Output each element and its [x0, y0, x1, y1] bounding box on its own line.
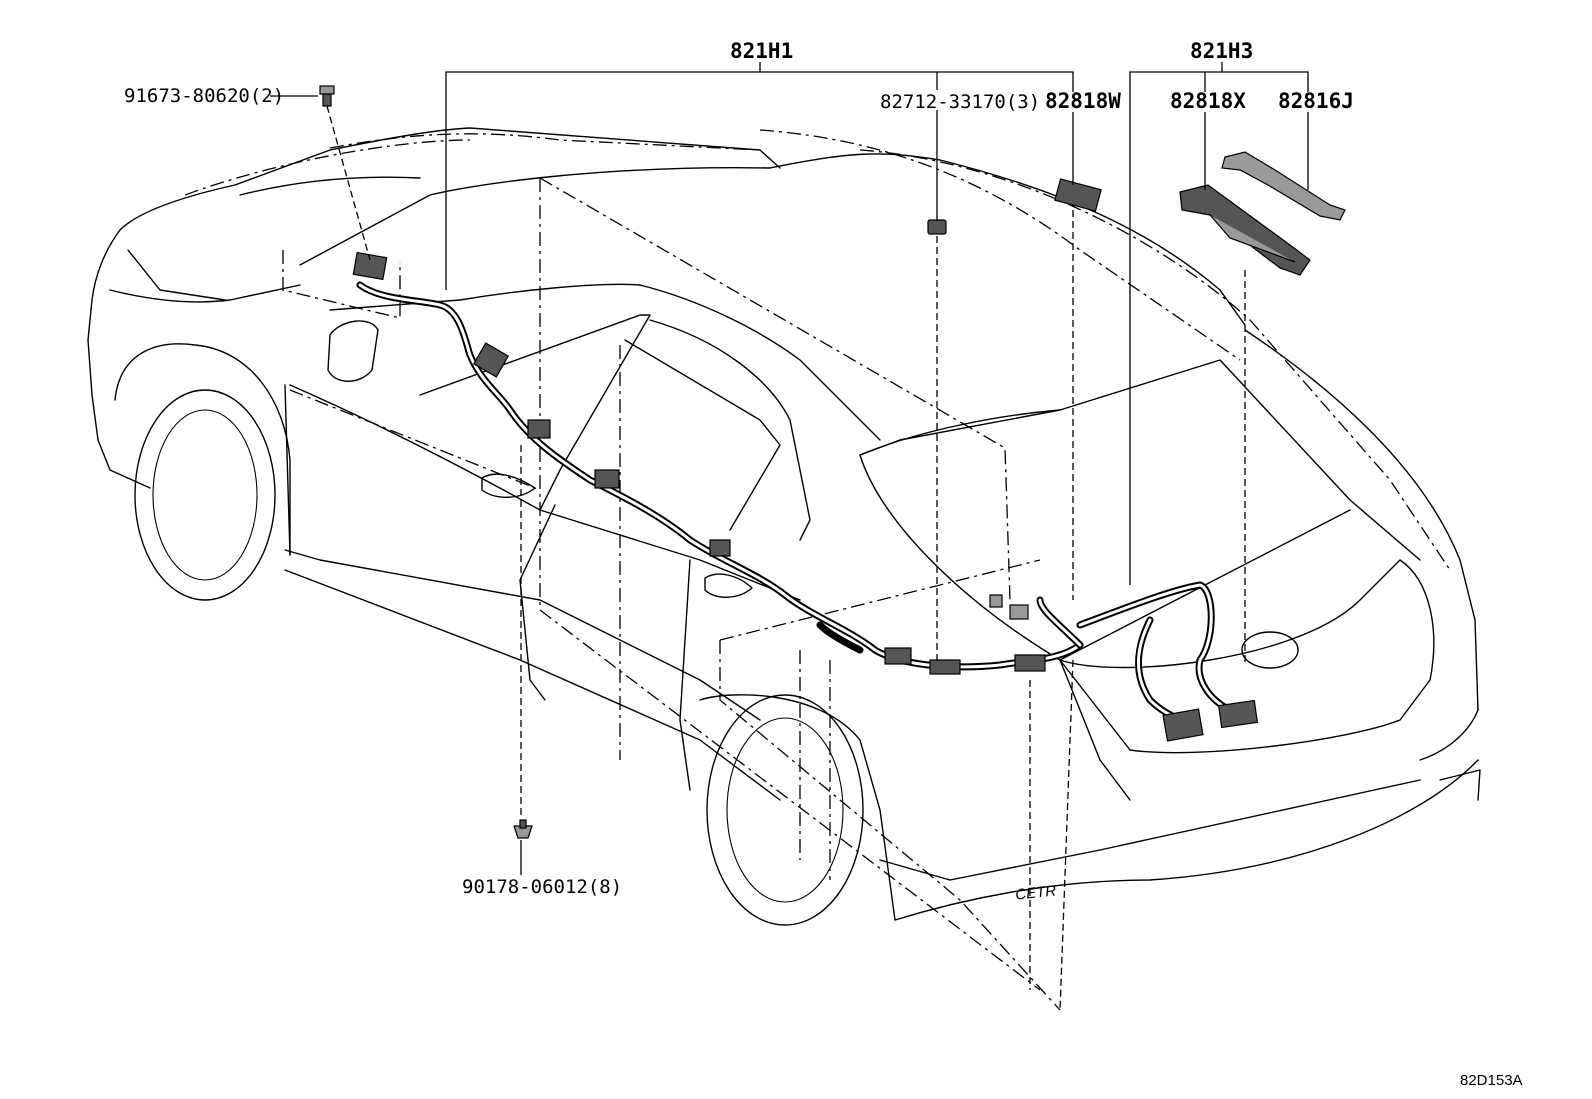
diagram-reference-code: 82D153A: [1460, 1072, 1523, 1089]
connector-icon: [594, 469, 620, 489]
label-82816J: 82816J: [1278, 89, 1354, 113]
bolt-icon: [319, 85, 335, 107]
label-82818X: 82818X: [1170, 89, 1246, 113]
connector-icon: [989, 594, 1003, 608]
callout-labels: 821H1 821H3 91673-80620(2) 82712-33170(3…: [124, 39, 1354, 898]
connector-icon: [929, 659, 961, 675]
label-90178-06012: 90178-06012(8): [462, 876, 622, 898]
connector-82818X-icon: [1179, 184, 1311, 276]
connector-icon: [884, 647, 912, 665]
lamp-connector-icon: [1217, 699, 1259, 729]
connector-82818W-icon: [1054, 178, 1102, 212]
label-821H1: 821H1: [730, 39, 793, 63]
floor-clip-icon: [513, 819, 533, 839]
connector-icon: [472, 342, 510, 378]
car-body-outline: [87, 127, 1481, 926]
label-91673-80620: 91673-80620(2): [124, 85, 284, 107]
lamp-connector-icon: [1162, 708, 1204, 742]
leader-lines: [270, 62, 1309, 1011]
roof-clip-icon: [927, 219, 947, 235]
wire-harness-821H3: [1076, 581, 1259, 742]
protector-82816J-icon: [1221, 151, 1346, 221]
label-82818W: 82818W: [1045, 89, 1121, 113]
label-821H3: 821H3: [1190, 39, 1253, 63]
trunk-badge-text: CETR: [1015, 882, 1058, 903]
connector-icon: [352, 251, 388, 281]
connector-icon: [709, 539, 731, 557]
connector-icon: [527, 419, 551, 439]
phantom-lines: [184, 129, 1451, 1011]
wire-harness-821H1: [352, 251, 1084, 675]
connector-icon: [1009, 604, 1029, 620]
connector-icon: [1014, 654, 1046, 672]
label-82712-33170: 82712-33170(3): [880, 91, 1040, 113]
